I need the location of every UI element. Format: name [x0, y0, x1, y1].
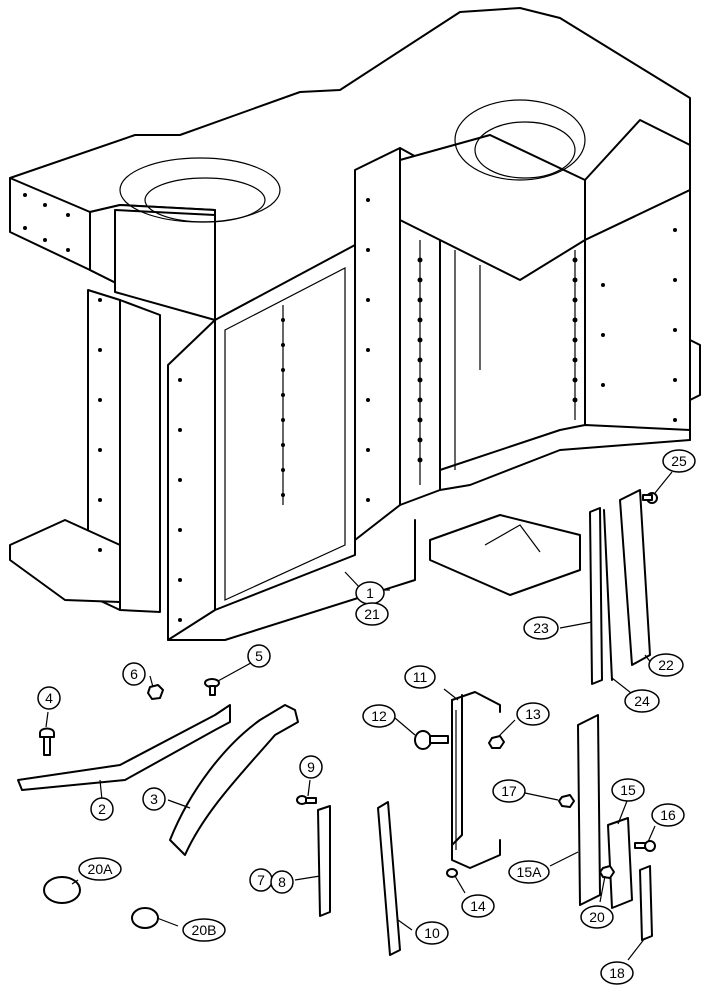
main-frame-assembly — [9, 7, 701, 641]
callout-18: 18 — [600, 961, 634, 985]
part-10-angle-strip — [377, 801, 401, 956]
callout-11: 11 — [404, 665, 436, 689]
callout-14-label: 14 — [470, 898, 486, 914]
part-6-nut — [147, 684, 164, 700]
part-15-plate — [607, 817, 633, 909]
callout-16: 16 — [651, 803, 685, 827]
part-12-bolt — [414, 730, 449, 750]
callout-9: 9 — [299, 755, 323, 779]
callout-1: 1 — [355, 581, 385, 605]
part-22-channel — [619, 489, 651, 666]
callout-20A-label: 20A — [88, 861, 114, 877]
part-24-rod — [603, 509, 613, 681]
callout-9-label: 9 — [307, 759, 315, 775]
callout-15-label: 15 — [620, 782, 636, 798]
callout-23-label: 23 — [533, 620, 549, 636]
callout-13-label: 13 — [525, 706, 541, 722]
part-20B-plug — [131, 907, 159, 929]
callout-20-label: 20 — [589, 909, 605, 925]
callout-10: 10 — [415, 921, 449, 945]
part-14-bolt — [446, 868, 458, 878]
part-5-screw — [204, 678, 220, 696]
callout-20B: 20B — [182, 918, 226, 942]
part-4-bolt — [39, 727, 55, 756]
callout-3-label: 3 — [150, 791, 158, 807]
callout-5-label: 5 — [255, 648, 263, 664]
callout-15: 15 — [611, 778, 645, 802]
callout-20: 20 — [580, 905, 614, 929]
callout-25: 25 — [662, 449, 696, 473]
callout-23: 23 — [523, 616, 559, 640]
frame-hole-dots — [23, 193, 677, 622]
part-25-screw — [642, 492, 658, 504]
callout-10-label: 10 — [424, 925, 440, 941]
part-20A-plug — [43, 876, 81, 904]
callout-21: 21 — [355, 602, 389, 626]
part-18-strip — [639, 865, 653, 941]
callout-15A: 15A — [508, 860, 550, 884]
part-7-8-seal-strip — [317, 805, 331, 917]
callout-17-label: 17 — [501, 783, 517, 799]
callout-4: 4 — [37, 686, 61, 710]
callout-8-label: 8 — [278, 874, 286, 890]
part-11-bracket-assembly — [451, 691, 501, 869]
callout-25-label: 25 — [671, 453, 687, 469]
callout-14: 14 — [461, 894, 495, 918]
callout-6-label: 6 — [130, 666, 138, 682]
part-16-screw — [634, 840, 656, 852]
callout-11-label: 11 — [413, 669, 428, 685]
callout-7: 7 — [249, 868, 273, 892]
callout-4-label: 4 — [45, 690, 53, 706]
callout-12: 12 — [362, 704, 396, 728]
callout-12-label: 12 — [371, 708, 387, 724]
callout-1-label: 1 — [366, 585, 374, 601]
callout-15A-label: 15A — [517, 864, 543, 880]
part-17-nut — [558, 794, 575, 808]
part-13-nut — [488, 735, 505, 749]
callout-13: 13 — [516, 702, 550, 726]
callout-7-label: 7 — [257, 872, 265, 888]
callout-2-label: 2 — [98, 801, 106, 817]
callout-20B-label: 20B — [192, 922, 217, 938]
callout-16-label: 16 — [660, 807, 676, 823]
callout-17: 17 — [492, 779, 526, 803]
callout-21-label: 21 — [364, 606, 380, 622]
callout-24: 24 — [624, 689, 660, 713]
part-2-bar — [17, 704, 231, 791]
callout-6: 6 — [122, 662, 146, 686]
part-3-bracket — [169, 704, 299, 856]
callout-24-label: 24 — [634, 693, 650, 709]
callout-5: 5 — [247, 644, 271, 668]
part-15A-panel — [577, 714, 601, 906]
callout-2: 2 — [90, 797, 114, 821]
callout-22: 22 — [648, 653, 684, 677]
callout-8: 8 — [270, 870, 294, 894]
callout-3: 3 — [142, 787, 166, 811]
callout-20A: 20A — [78, 857, 122, 881]
part-20-nut — [599, 865, 615, 879]
part-9-screw — [296, 795, 317, 805]
callout-18-label: 18 — [609, 965, 625, 981]
part-23-strip — [589, 507, 603, 685]
callout-22-label: 22 — [658, 657, 674, 673]
